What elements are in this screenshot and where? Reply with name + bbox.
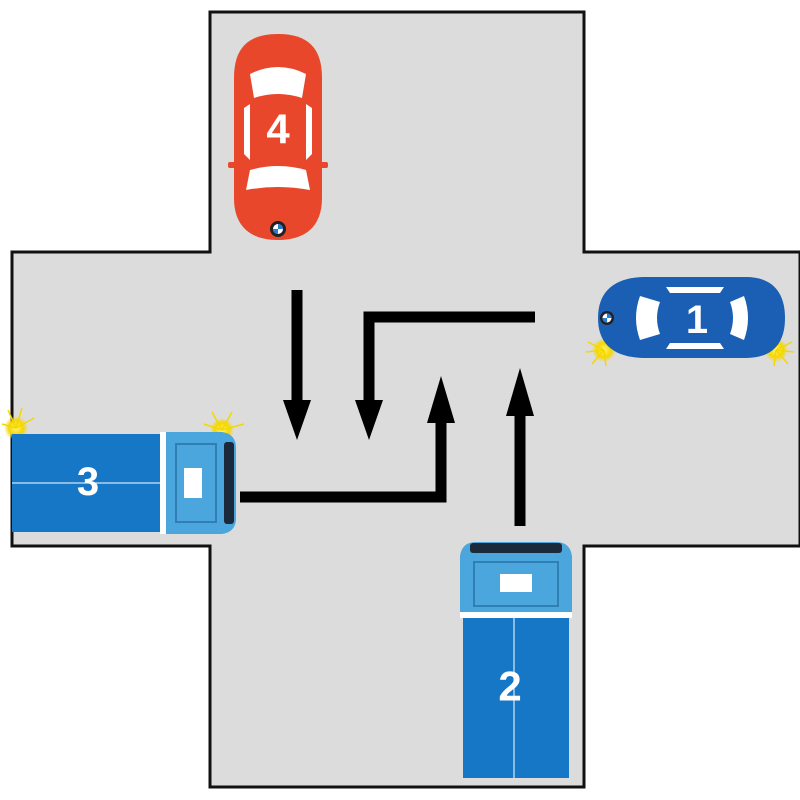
truck-3-roof-sign: [184, 468, 202, 498]
truck-2-windshield: [470, 543, 562, 553]
car-4-mirror-left: [228, 162, 236, 168]
truck-3-windshield: [224, 442, 234, 524]
arrow-vehicle-3-left-turn: [240, 376, 455, 503]
car-1-windshield: [636, 296, 660, 340]
car-1-rear-window: [730, 296, 748, 340]
car-4-side-window-left: [244, 104, 250, 160]
vehicle-2: 2: [460, 542, 572, 778]
car-4-windshield: [246, 166, 310, 190]
truck-2-hitch: [460, 612, 572, 618]
truck-2-trailer: [463, 618, 569, 778]
vehicle-1: 1: [585, 277, 795, 367]
truck-3-hitch: [160, 432, 166, 534]
car-4-rear-window: [250, 67, 306, 98]
arrow-vehicle-4-straight: [283, 290, 311, 440]
path-arrows: [240, 290, 535, 526]
vehicle-4: 4: [228, 34, 328, 240]
car-4-side-window-right: [306, 104, 312, 160]
car-1-side-window-top: [666, 287, 724, 293]
bmw-logo-icon: [270, 221, 286, 237]
road-intersection: [10, 10, 800, 789]
vehicle-4-number: 4: [266, 106, 290, 153]
truck-2-cab-vent: [473, 561, 559, 607]
truck-3-cab-vent: [175, 443, 217, 523]
vehicle-3: 3: [1, 407, 245, 534]
arrow-vehicle-1-left-turn: [355, 311, 535, 440]
vehicle-3-number: 3: [77, 460, 99, 504]
vehicle-1-number: 1: [686, 298, 708, 342]
car-4-mirror-right: [320, 162, 328, 168]
bmw-logo-icon: [600, 311, 614, 325]
truck-2-roof-sign: [500, 574, 532, 592]
vehicle-2-number: 2: [498, 663, 521, 710]
car-1-side-window-bottom: [666, 343, 724, 349]
arrow-vehicle-2-straight: [506, 368, 534, 526]
